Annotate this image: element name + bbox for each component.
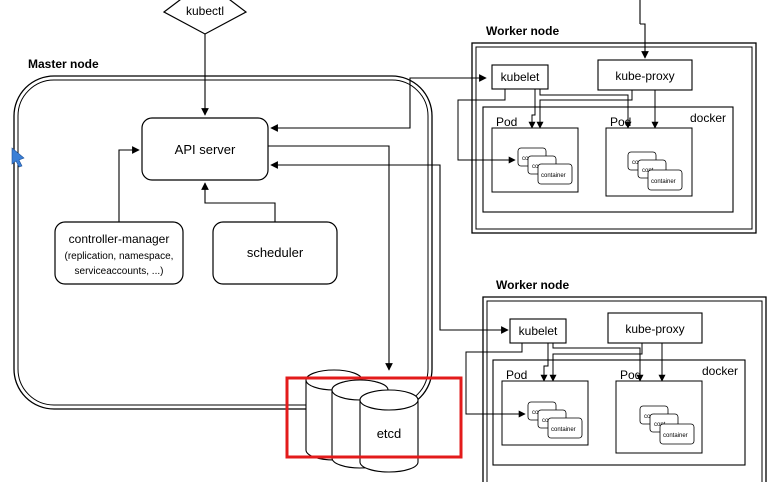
worker-1-pod-1-containers: cont cont container [517,147,573,185]
kubectl-node: kubectl [162,0,248,35]
scheduler-box: scheduler [212,221,338,285]
etcd-highlight-box [285,376,463,459]
worker-2-kube-proxy: kube-proxy [607,312,703,344]
controller-manager-box: controller-manager (replication, namespa… [54,221,184,285]
controller-manager-detail-1: (replication, namespace, [65,251,174,262]
svg-text:container: container [541,173,566,179]
svg-text:docker: docker [702,364,738,378]
worker-2-kubelet: kubelet [509,318,567,344]
svg-text:cont: cont [642,168,654,174]
master-node-title: Master node [28,57,99,71]
worker-2-pod-2: Pod cont cont container [615,368,703,454]
svg-text:cont: cont [654,422,666,428]
svg-text:kube-proxy: kube-proxy [625,322,684,336]
svg-text:kube-proxy: kube-proxy [615,69,674,83]
worker-node-2-title: Worker node [496,278,569,292]
api-server-label: API server [175,142,236,157]
etcd-cluster: etcd [305,369,419,473]
worker-1-kubelet: kubelet [491,64,549,90]
kubectl-label: kubectl [186,4,224,18]
worker-node-1-frame [471,42,757,234]
worker-1-kube-proxy: kube-proxy [597,59,693,91]
svg-text:kubelet: kubelet [501,70,540,84]
svg-text:docker: docker [690,111,726,125]
worker-1-pod-2: Pod cont cont container [605,115,693,197]
worker-2-pod-2-containers: cont cont container [639,405,695,445]
worker-1-pod-2-containers: cont cont container [627,151,683,191]
etcd-cylinder-front [359,389,419,473]
worker-1-pod-1: Pod cont cont container [491,115,579,193]
controller-manager-detail-2: serviceaccounts, ...) [75,266,164,277]
worker-2-connectors [465,343,666,418]
svg-text:Pod: Pod [620,368,641,382]
svg-text:container: container [663,433,688,439]
worker-node-2-frame [482,296,767,482]
scheduler-label: scheduler [247,245,304,260]
etcd-label: etcd [377,426,402,441]
cursor-icon [11,147,25,168]
svg-text:container: container [651,179,676,185]
svg-text:kubelet: kubelet [519,324,558,338]
worker-2-pod-1-containers: cont cont container [527,401,583,439]
worker-1-connectors [457,89,659,164]
svg-text:Pod: Pod [506,368,527,382]
controller-manager-label: controller-manager [69,232,170,246]
api-server-box: API server [141,117,269,181]
svg-text:Pod: Pod [496,115,517,129]
svg-text:container: container [551,427,576,433]
worker-node-1-title: Worker node [486,24,559,38]
